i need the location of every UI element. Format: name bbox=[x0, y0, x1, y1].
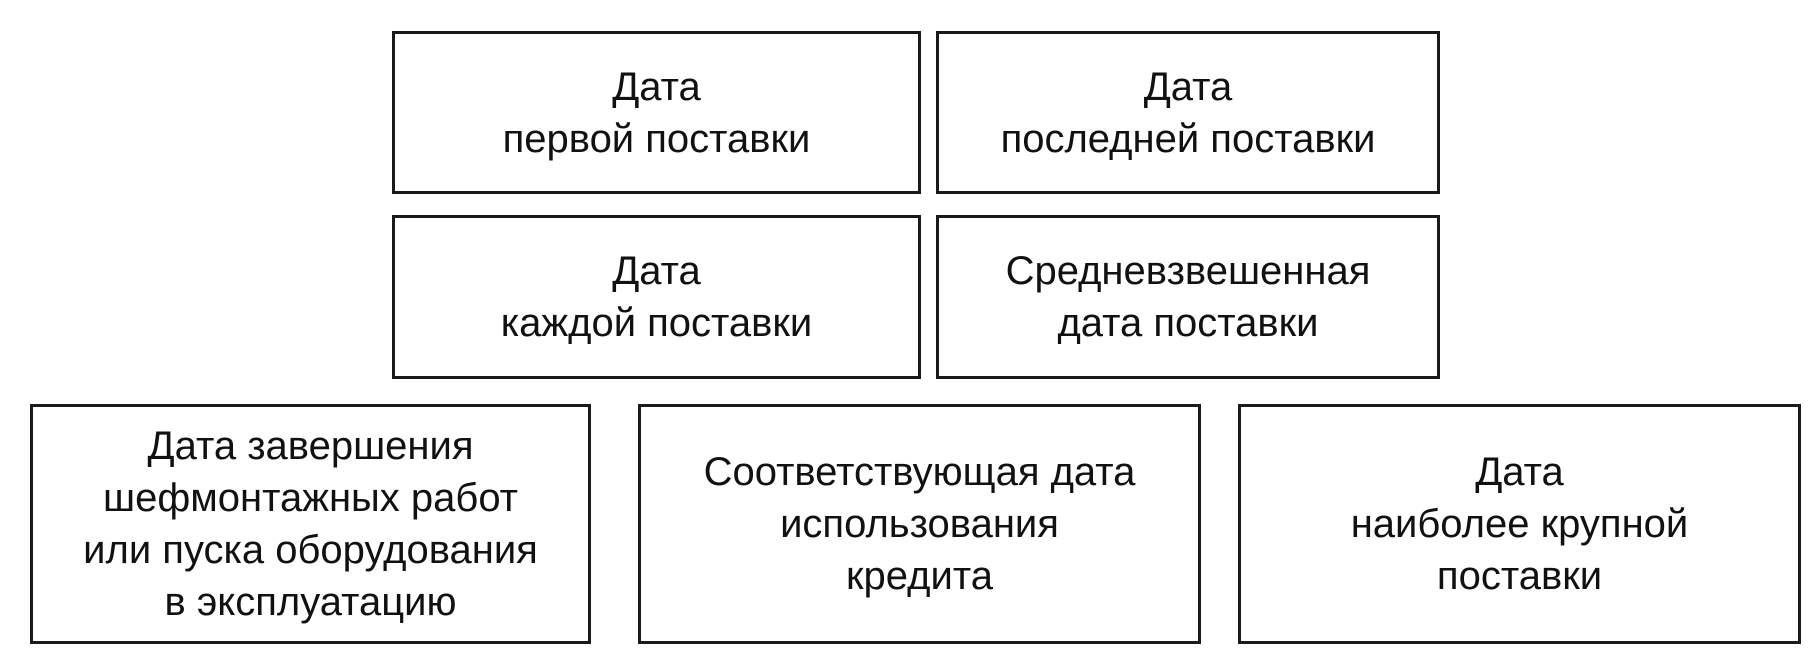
box-label: Дата последней поставки bbox=[1001, 61, 1376, 165]
box-line: каждой поставки bbox=[500, 301, 813, 345]
box-line: Дата bbox=[612, 64, 701, 109]
box-credit-use-date: Соответствующая дата использования креди… bbox=[638, 404, 1201, 644]
box-line: Дата bbox=[612, 249, 701, 293]
box-line: шефмонтажных работ bbox=[103, 476, 518, 520]
box-first-delivery-date: Дата первой поставки bbox=[392, 31, 921, 194]
box-last-delivery-date: Дата последней поставки bbox=[936, 31, 1440, 194]
box-line: дата поставки bbox=[1057, 301, 1319, 345]
box-line: наиболее крупной bbox=[1350, 502, 1689, 546]
box-line: использования bbox=[780, 502, 1059, 546]
box-label: Дата каждой поставки bbox=[501, 245, 813, 349]
box-each-delivery-date: Дата каждой поставки bbox=[392, 215, 921, 379]
box-line: Средневзвешенная bbox=[1005, 249, 1371, 293]
box-line: последней поставки bbox=[1000, 116, 1376, 161]
box-largest-delivery-date: Дата наиболее крупной поставки bbox=[1238, 404, 1801, 644]
box-line: первой поставки bbox=[502, 116, 811, 161]
box-commissioning-date: Дата завершения шефмонтажных работ или п… bbox=[30, 404, 591, 644]
box-label: Дата первой поставки bbox=[503, 61, 811, 165]
box-label: Дата завершения шефмонтажных работ или п… bbox=[83, 420, 538, 628]
box-line: поставки bbox=[1436, 554, 1603, 598]
box-line: Дата bbox=[1475, 450, 1564, 494]
box-line: Дата bbox=[1143, 64, 1233, 109]
box-weighted-average-delivery-date: Средневзвешенная дата поставки bbox=[936, 215, 1440, 379]
box-label: Соответствующая дата использования креди… bbox=[704, 446, 1136, 602]
box-line: Дата завершения bbox=[147, 424, 474, 468]
box-line: в эксплуатацию bbox=[164, 580, 457, 624]
box-line: кредита bbox=[846, 554, 993, 598]
box-label: Дата наиболее крупной поставки bbox=[1351, 446, 1689, 602]
box-line: Соответствующая дата bbox=[703, 450, 1136, 494]
box-label: Средневзвешенная дата поставки bbox=[1006, 245, 1371, 349]
box-line: или пуска оборудования bbox=[83, 528, 538, 572]
